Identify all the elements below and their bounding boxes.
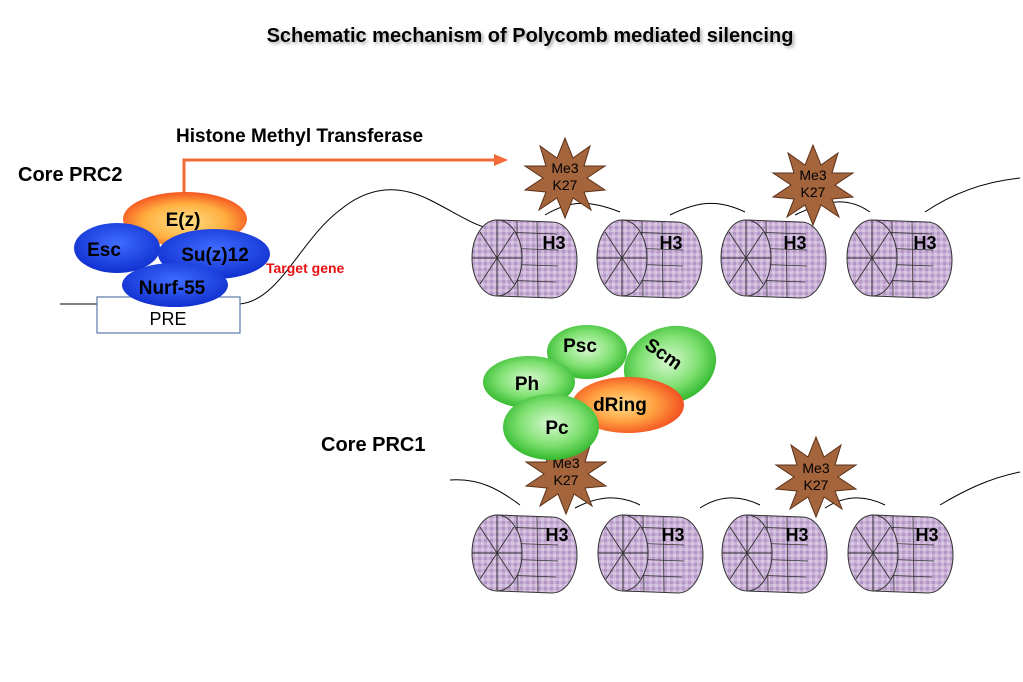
pre-label: PRE (149, 309, 186, 329)
dna-tail-bottom (939, 471, 1021, 506)
mark-top-1-line1: Me3 (551, 160, 578, 176)
core-prc1-label: Core PRC1 (321, 434, 425, 456)
core-prc2-label: Core PRC2 (18, 164, 122, 186)
esc-protein (74, 223, 160, 273)
nurf55-protein (122, 263, 228, 307)
nucleosome-bottom-2 (597, 514, 704, 594)
dna-linker-2 (669, 202, 746, 216)
diagram-title: Schematic mechanism of Polycomb mediated… (267, 25, 794, 47)
dna-linker-5 (699, 497, 761, 509)
dna-linker-4 (574, 497, 641, 509)
ph-label: Ph (515, 374, 539, 395)
ez-label: E(z) (166, 210, 201, 231)
suz12-label: Su(z)12 (181, 245, 249, 266)
dna-strand-bottom-left (449, 479, 521, 506)
mark-bottom-2-line2: K27 (804, 477, 829, 493)
dring-protein (572, 377, 684, 433)
nucleosome-top-4 (846, 219, 953, 299)
nucleosome-top-2 (596, 219, 703, 299)
psc-protein (547, 325, 627, 379)
mark-top-1-line2: K27 (553, 177, 578, 193)
hmt-arrowhead (494, 154, 508, 166)
hmt-arrow (182, 158, 495, 192)
hmt-label: Histone Methyl Transferase (176, 126, 423, 147)
h3-label-bottom-4: H3 (915, 525, 938, 545)
h3-label-top-3: H3 (783, 233, 806, 253)
h3-label-bottom-3: H3 (785, 525, 808, 545)
mark-bottom-2-line1: Me3 (802, 460, 829, 476)
dna-linker-6 (824, 497, 886, 509)
mark-top-2-line1: Me3 (799, 167, 826, 183)
nucleosome-bottom-3 (721, 514, 828, 594)
pc-label: Pc (545, 418, 569, 439)
h3-label-top-1: H3 (542, 233, 565, 253)
pc-protein (503, 394, 599, 460)
dna-linker-1 (544, 202, 621, 216)
nucleosome-top-3 (720, 219, 827, 299)
nurf55-label: Nurf-55 (139, 278, 206, 299)
dna-strand-top-left (60, 189, 501, 305)
psc-label: Psc (563, 336, 597, 357)
h3-label-top-2: H3 (659, 233, 682, 253)
dring-label: dRing (593, 395, 647, 416)
dna-tail-top (924, 177, 1021, 213)
mark-top-2-line2: K27 (801, 184, 826, 200)
target-gene-label: Target gene (266, 260, 345, 276)
h3-label-bottom-1: H3 (545, 525, 568, 545)
mark-bottom-1-line2: K27 (554, 472, 579, 488)
h3-label-bottom-2: H3 (661, 525, 684, 545)
esc-label: Esc (87, 240, 121, 261)
h3-label-top-4: H3 (913, 233, 936, 253)
nucleosome-top-1 (471, 219, 578, 299)
dna-linker-3 (794, 201, 871, 216)
